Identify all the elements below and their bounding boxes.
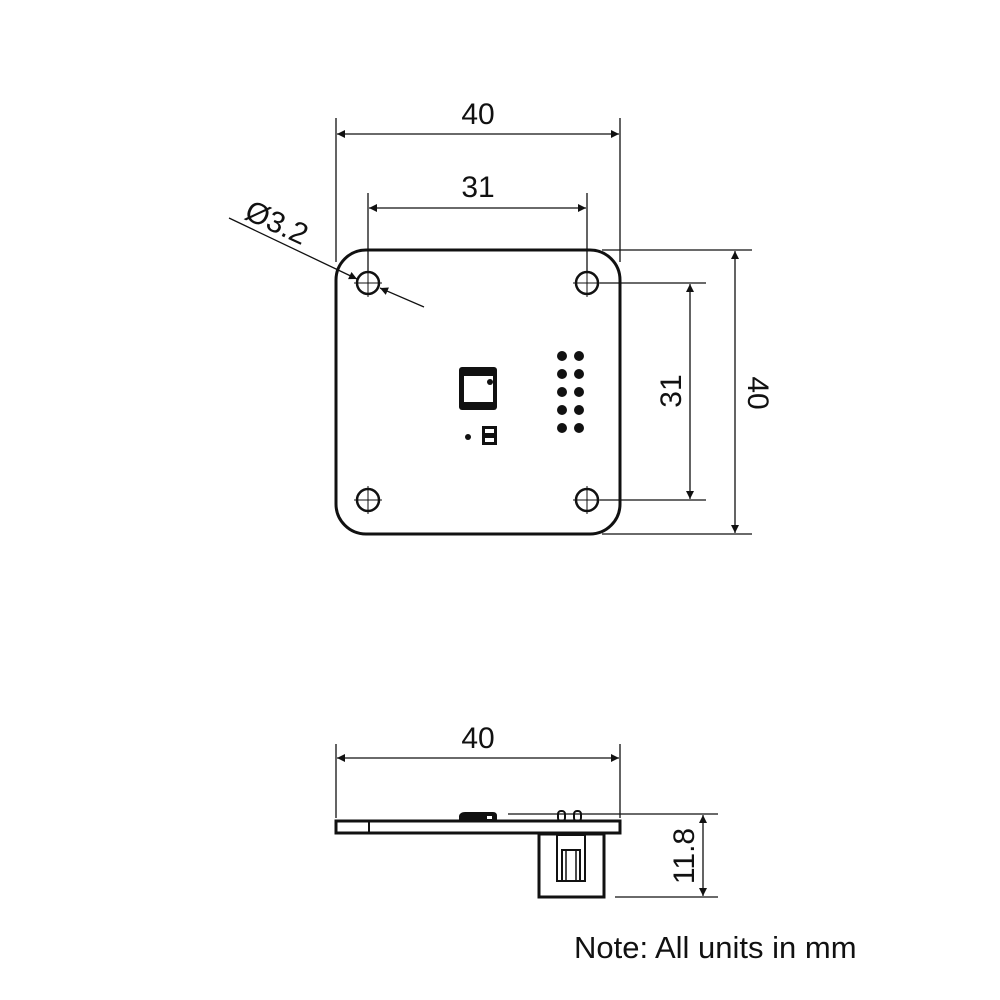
mounting-hole-bottom-right [573, 486, 601, 514]
dim-label-hole-spacing-x: 31 [461, 171, 494, 204]
units-note: Note: All units in mm [574, 930, 857, 965]
side-board [334, 819, 622, 835]
dim-label-board-height: 40 [741, 376, 774, 409]
led [465, 434, 471, 440]
mounting-hole-bottom-left [354, 486, 382, 514]
dim-label-total-height: 11.8 [668, 828, 701, 884]
side-pin [573, 810, 582, 822]
dim-board-width: 40 [335, 98, 621, 262]
board-outline [334, 248, 622, 536]
mounting-hole-top-right [573, 269, 601, 297]
dim-label-hole-diameter: Ø3.2 [240, 194, 313, 251]
dim-side-width: 40 [335, 722, 621, 818]
ic-chip [459, 367, 497, 410]
pin-header-2x5 [557, 351, 584, 433]
dim-label-board-width: 40 [461, 98, 494, 131]
dim-label-hole-spacing-y: 31 [655, 374, 688, 407]
dim-label-side-width: 40 [461, 722, 494, 755]
mounting-hole-top-left [354, 269, 382, 297]
dim-total-height: 11.8 [508, 813, 718, 898]
side-pin [557, 810, 566, 822]
top-view: 40 31 Ø3.2 31 40 [228, 98, 774, 536]
dim-board-height: 40 [602, 249, 774, 535]
smd-component [482, 426, 497, 445]
dim-hole-spacing-y: 31 [600, 282, 706, 501]
dim-hole-spacing-x: 31 [367, 171, 588, 272]
side-connector [537, 832, 606, 899]
side-view: 40 11.8 [334, 722, 718, 899]
